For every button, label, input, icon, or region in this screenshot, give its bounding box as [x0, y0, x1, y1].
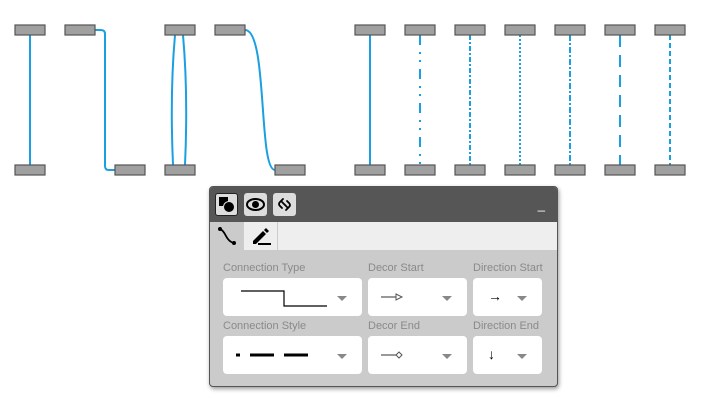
- node[interactable]: [14, 164, 46, 176]
- node[interactable]: [654, 164, 686, 176]
- format-panel: _ Connection Type Decor Start Direction …: [209, 186, 558, 387]
- node[interactable]: [14, 24, 46, 36]
- connection-type-label: Connection Type: [223, 262, 306, 274]
- dash-dot-line-icon: [236, 353, 318, 357]
- shapes-icon: [219, 197, 235, 213]
- node[interactable]: [654, 24, 686, 36]
- connector-orthogonal[interactable]: [95, 29, 115, 171]
- nodes: [14, 24, 686, 176]
- node[interactable]: [454, 24, 486, 36]
- eye-icon: [246, 198, 265, 211]
- direction-start-label: Direction Start: [473, 262, 543, 274]
- chevron-down-icon: [442, 296, 452, 301]
- node[interactable]: [274, 164, 306, 176]
- tab-connection[interactable]: [210, 222, 244, 250]
- chevron-down-icon: [337, 296, 347, 301]
- decor-end-label: Decor End: [368, 320, 420, 332]
- arrow-right-icon: →: [488, 288, 502, 304]
- panel-header[interactable]: _: [210, 187, 557, 222]
- pen-icon: [252, 228, 271, 245]
- decor-end-select[interactable]: [368, 336, 467, 374]
- orthogonal-line-icon: [241, 290, 327, 307]
- node[interactable]: [504, 24, 536, 36]
- node[interactable]: [554, 164, 586, 176]
- link-icon: [278, 198, 291, 211]
- connection-style-label: Connection Style: [223, 320, 307, 332]
- node[interactable]: [114, 164, 146, 176]
- decor-start-select[interactable]: [368, 278, 467, 316]
- connector-bezier[interactable]: [244, 29, 276, 171]
- node[interactable]: [554, 24, 586, 36]
- arrow-down-icon: ↓: [488, 346, 495, 362]
- connector-curve-right[interactable]: [182, 34, 188, 166]
- node[interactable]: [404, 24, 436, 36]
- node[interactable]: [64, 24, 96, 36]
- direction-end-select[interactable]: ↓: [473, 336, 542, 374]
- node[interactable]: [354, 164, 386, 176]
- shape-style-button[interactable]: [215, 193, 238, 216]
- visibility-button[interactable]: [244, 193, 267, 216]
- connection-type-select[interactable]: [223, 278, 362, 316]
- node[interactable]: [404, 164, 436, 176]
- node[interactable]: [164, 24, 196, 36]
- chevron-down-icon: [517, 354, 527, 359]
- minimize-button[interactable]: _: [537, 197, 545, 212]
- node[interactable]: [214, 24, 246, 36]
- node[interactable]: [164, 164, 196, 176]
- connector-curve-left[interactable]: [170, 34, 176, 166]
- node[interactable]: [454, 164, 486, 176]
- connectors: [29, 29, 671, 171]
- node[interactable]: [354, 24, 386, 36]
- node[interactable]: [604, 164, 636, 176]
- tab-style[interactable]: [244, 222, 278, 250]
- node[interactable]: [504, 164, 536, 176]
- open-arrow-decor-icon: [381, 293, 404, 301]
- chevron-down-icon: [517, 296, 527, 301]
- direction-start-select[interactable]: →: [473, 278, 542, 316]
- direction-end-label: Direction End: [473, 320, 540, 332]
- decor-start-label: Decor Start: [368, 262, 424, 274]
- chevron-down-icon: [442, 354, 452, 359]
- panel-tabs: [210, 222, 557, 250]
- link-button[interactable]: [273, 193, 296, 216]
- chevron-down-icon: [337, 354, 347, 359]
- node[interactable]: [604, 24, 636, 36]
- connection-style-select[interactable]: [223, 336, 362, 374]
- connection-icon: [217, 227, 236, 245]
- diamond-decor-icon: [381, 351, 403, 359]
